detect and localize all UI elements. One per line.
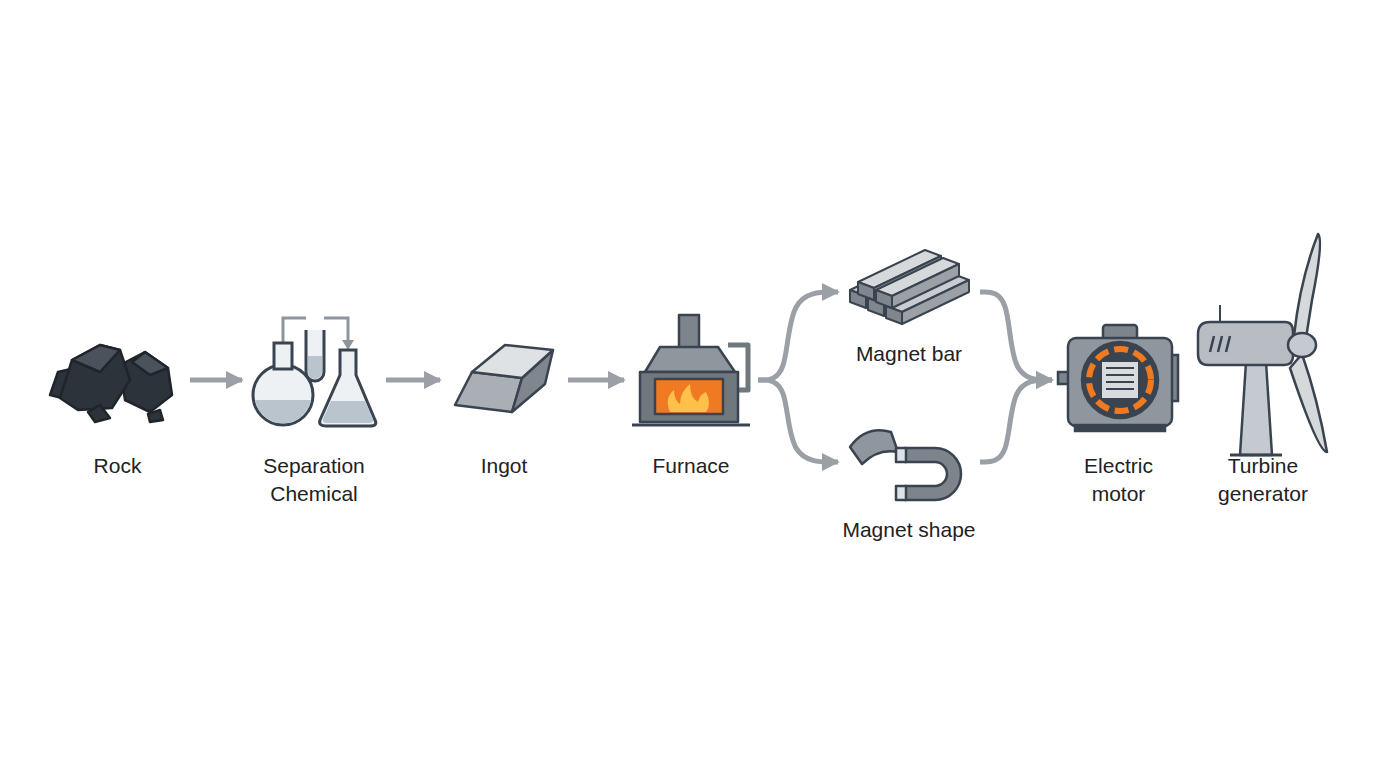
motor-body — [1068, 338, 1172, 426]
step-label: Ingot — [444, 452, 564, 480]
flow-arrow — [758, 380, 838, 462]
motor-feet — [1075, 425, 1165, 431]
flow-arrow — [758, 292, 838, 380]
furnace-icon — [632, 315, 750, 425]
bar-end — [858, 282, 874, 300]
turbine-nacelle — [1198, 322, 1293, 365]
rock-piece — [148, 410, 163, 422]
furnace-window — [655, 379, 723, 414]
rock-piece — [88, 405, 110, 422]
flask-icon — [253, 318, 376, 426]
ingot-top — [472, 345, 553, 378]
process-step: Magnet bar — [838, 232, 980, 370]
motor-rotor — [1101, 361, 1139, 399]
step-label: Turbine generator — [1203, 452, 1323, 508]
motor-icon — [1058, 325, 1178, 431]
turbine-icon — [1198, 234, 1327, 455]
magnet-pole — [896, 448, 906, 462]
step-label: Separation Chemical — [254, 452, 374, 508]
turbine-hub — [1288, 333, 1316, 357]
bar-side — [892, 264, 959, 308]
furnace-body — [640, 372, 738, 422]
flow-arrow — [386, 378, 440, 383]
rock-face — [72, 345, 120, 372]
process-step: Furnace — [624, 308, 758, 482]
erlenmeyer-flask — [320, 350, 376, 426]
rock-icon — [50, 345, 172, 422]
magnet-bar-icon — [850, 250, 969, 324]
nacelle-vents — [1210, 336, 1230, 352]
tube-liquid — [308, 356, 322, 379]
turbine-tower — [1240, 362, 1272, 455]
furnace-base — [632, 424, 750, 427]
arc-magnet — [850, 430, 898, 464]
step-label: Magnet shape — [838, 516, 980, 544]
process-step: Rock — [45, 330, 190, 482]
round-flask — [253, 365, 313, 425]
chimney — [679, 315, 699, 348]
rotor-lines — [1106, 368, 1134, 389]
ingot-icon — [455, 345, 553, 412]
step-label: Magnet bar — [839, 340, 979, 368]
glass-tube — [324, 318, 348, 342]
turbine-blade — [1290, 354, 1327, 452]
process-step: Magnet shape — [838, 410, 980, 546]
bar-end — [876, 290, 892, 308]
motor-coil — [1089, 349, 1151, 411]
process-step: Separation Chemical — [242, 310, 386, 510]
flask-liquid — [323, 401, 373, 423]
glass-tube — [283, 318, 306, 345]
flow-arrow — [980, 380, 1052, 462]
test-tube — [306, 330, 324, 381]
furnace-hood — [645, 347, 735, 372]
bar-end — [886, 306, 902, 324]
flask-liquid — [255, 400, 311, 423]
flow-arrow — [568, 378, 624, 383]
motor-stator — [1082, 342, 1158, 418]
flow-arrow — [980, 292, 1052, 380]
process-step: Ingot — [440, 335, 568, 482]
magnet-pole — [896, 486, 906, 500]
flow-arrow — [190, 378, 242, 383]
rock-face — [132, 352, 168, 375]
flame — [668, 384, 709, 412]
step-label: Electric motor — [1064, 452, 1174, 508]
step-label: Furnace — [631, 452, 751, 480]
horseshoe-magnet — [905, 448, 961, 500]
process-step: Turbine generator — [1190, 226, 1336, 510]
flask-neck — [274, 343, 292, 369]
step-label: Rock — [48, 452, 188, 480]
rock-piece — [60, 345, 130, 410]
turbine-antenna — [1219, 305, 1221, 323]
process-step: Electric motor — [1052, 318, 1185, 510]
turbine-blade — [1294, 234, 1320, 338]
magnet-shape-icon — [850, 430, 961, 500]
